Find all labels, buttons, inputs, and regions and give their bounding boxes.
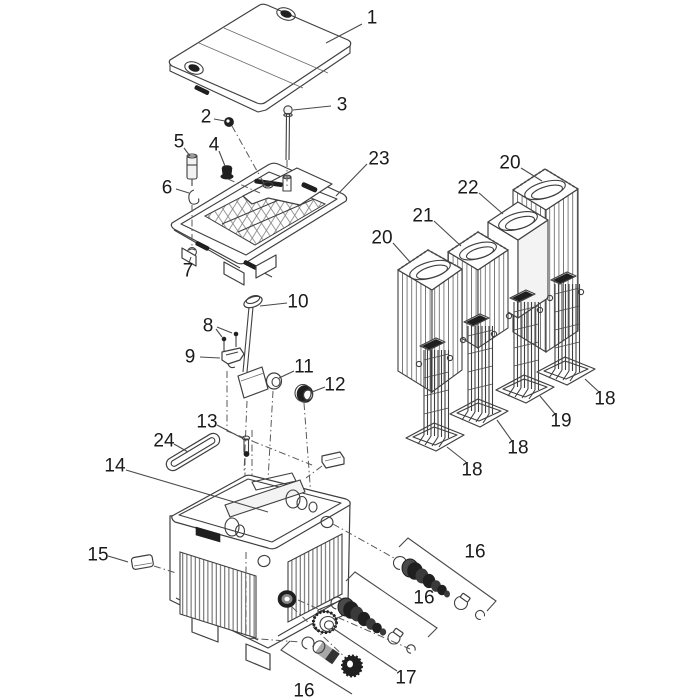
callout-6: 6 — [162, 178, 173, 199]
part-11-disc — [265, 372, 283, 390]
callout-15: 15 — [87, 545, 108, 566]
part-16-group-middle — [330, 571, 438, 654]
part-23-tray — [170, 162, 348, 286]
callout-14: 14 — [104, 456, 126, 477]
part-15-clip — [130, 554, 177, 574]
callout-5: 5 — [174, 132, 185, 153]
callout-3: 3 — [337, 95, 348, 116]
part-12-disc — [294, 383, 314, 403]
callout-24: 24 — [153, 431, 175, 452]
part-10-cleaning-handle — [237, 294, 269, 399]
right-rim-clip — [305, 451, 345, 479]
callout-10: 10 — [287, 292, 308, 313]
callout-19: 19 — [550, 411, 571, 432]
part-24-gasket — [165, 432, 221, 472]
part-8-screws — [221, 331, 239, 352]
part-9-bracket — [221, 347, 245, 369]
callout-11: 11 — [294, 357, 314, 378]
part-6-hook — [188, 189, 200, 205]
callout-18-a: 18 — [461, 460, 482, 481]
part-20-foam-left — [397, 249, 463, 394]
part-1-lid — [168, 3, 352, 113]
callout-16-lower: 16 — [293, 681, 314, 700]
part-3-pin — [283, 105, 293, 161]
callout-16-upper: 16 — [464, 542, 485, 563]
part-4-plug — [220, 165, 234, 180]
callout-12: 12 — [324, 375, 345, 396]
part-14-container — [169, 472, 351, 671]
callout-23: 23 — [368, 149, 389, 170]
callout-leaders — [107, 23, 600, 672]
dash-guides-fittings — [245, 523, 411, 663]
part-17-nut — [312, 610, 338, 634]
callout-17: 17 — [395, 668, 416, 689]
callout-16-middle: 16 — [413, 588, 434, 609]
callout-22: 22 — [457, 178, 478, 199]
callout-18-c: 18 — [594, 389, 615, 410]
callout-8: 8 — [203, 316, 214, 337]
callout-7: 7 — [183, 261, 194, 282]
callout-9: 9 — [185, 347, 196, 368]
part-16-group-lower — [280, 636, 363, 695]
callout-labels: 1 2 3 5 4 6 23 7 20 22 21 20 10 8 9 11 1… — [87, 8, 615, 700]
callout-20-right: 20 — [499, 153, 520, 174]
part-16-group-upper — [392, 537, 497, 621]
part-13-screw — [241, 435, 251, 457]
callout-4: 4 — [209, 135, 220, 156]
part-2-washer — [224, 117, 234, 127]
callout-20-left: 20 — [371, 228, 392, 249]
callout-21: 21 — [412, 206, 433, 227]
part-5-valve — [186, 153, 198, 186]
callout-18-b: 18 — [507, 438, 528, 459]
callout-1: 1 — [367, 8, 378, 29]
callout-13: 13 — [196, 412, 217, 433]
callout-2: 2 — [201, 107, 212, 128]
